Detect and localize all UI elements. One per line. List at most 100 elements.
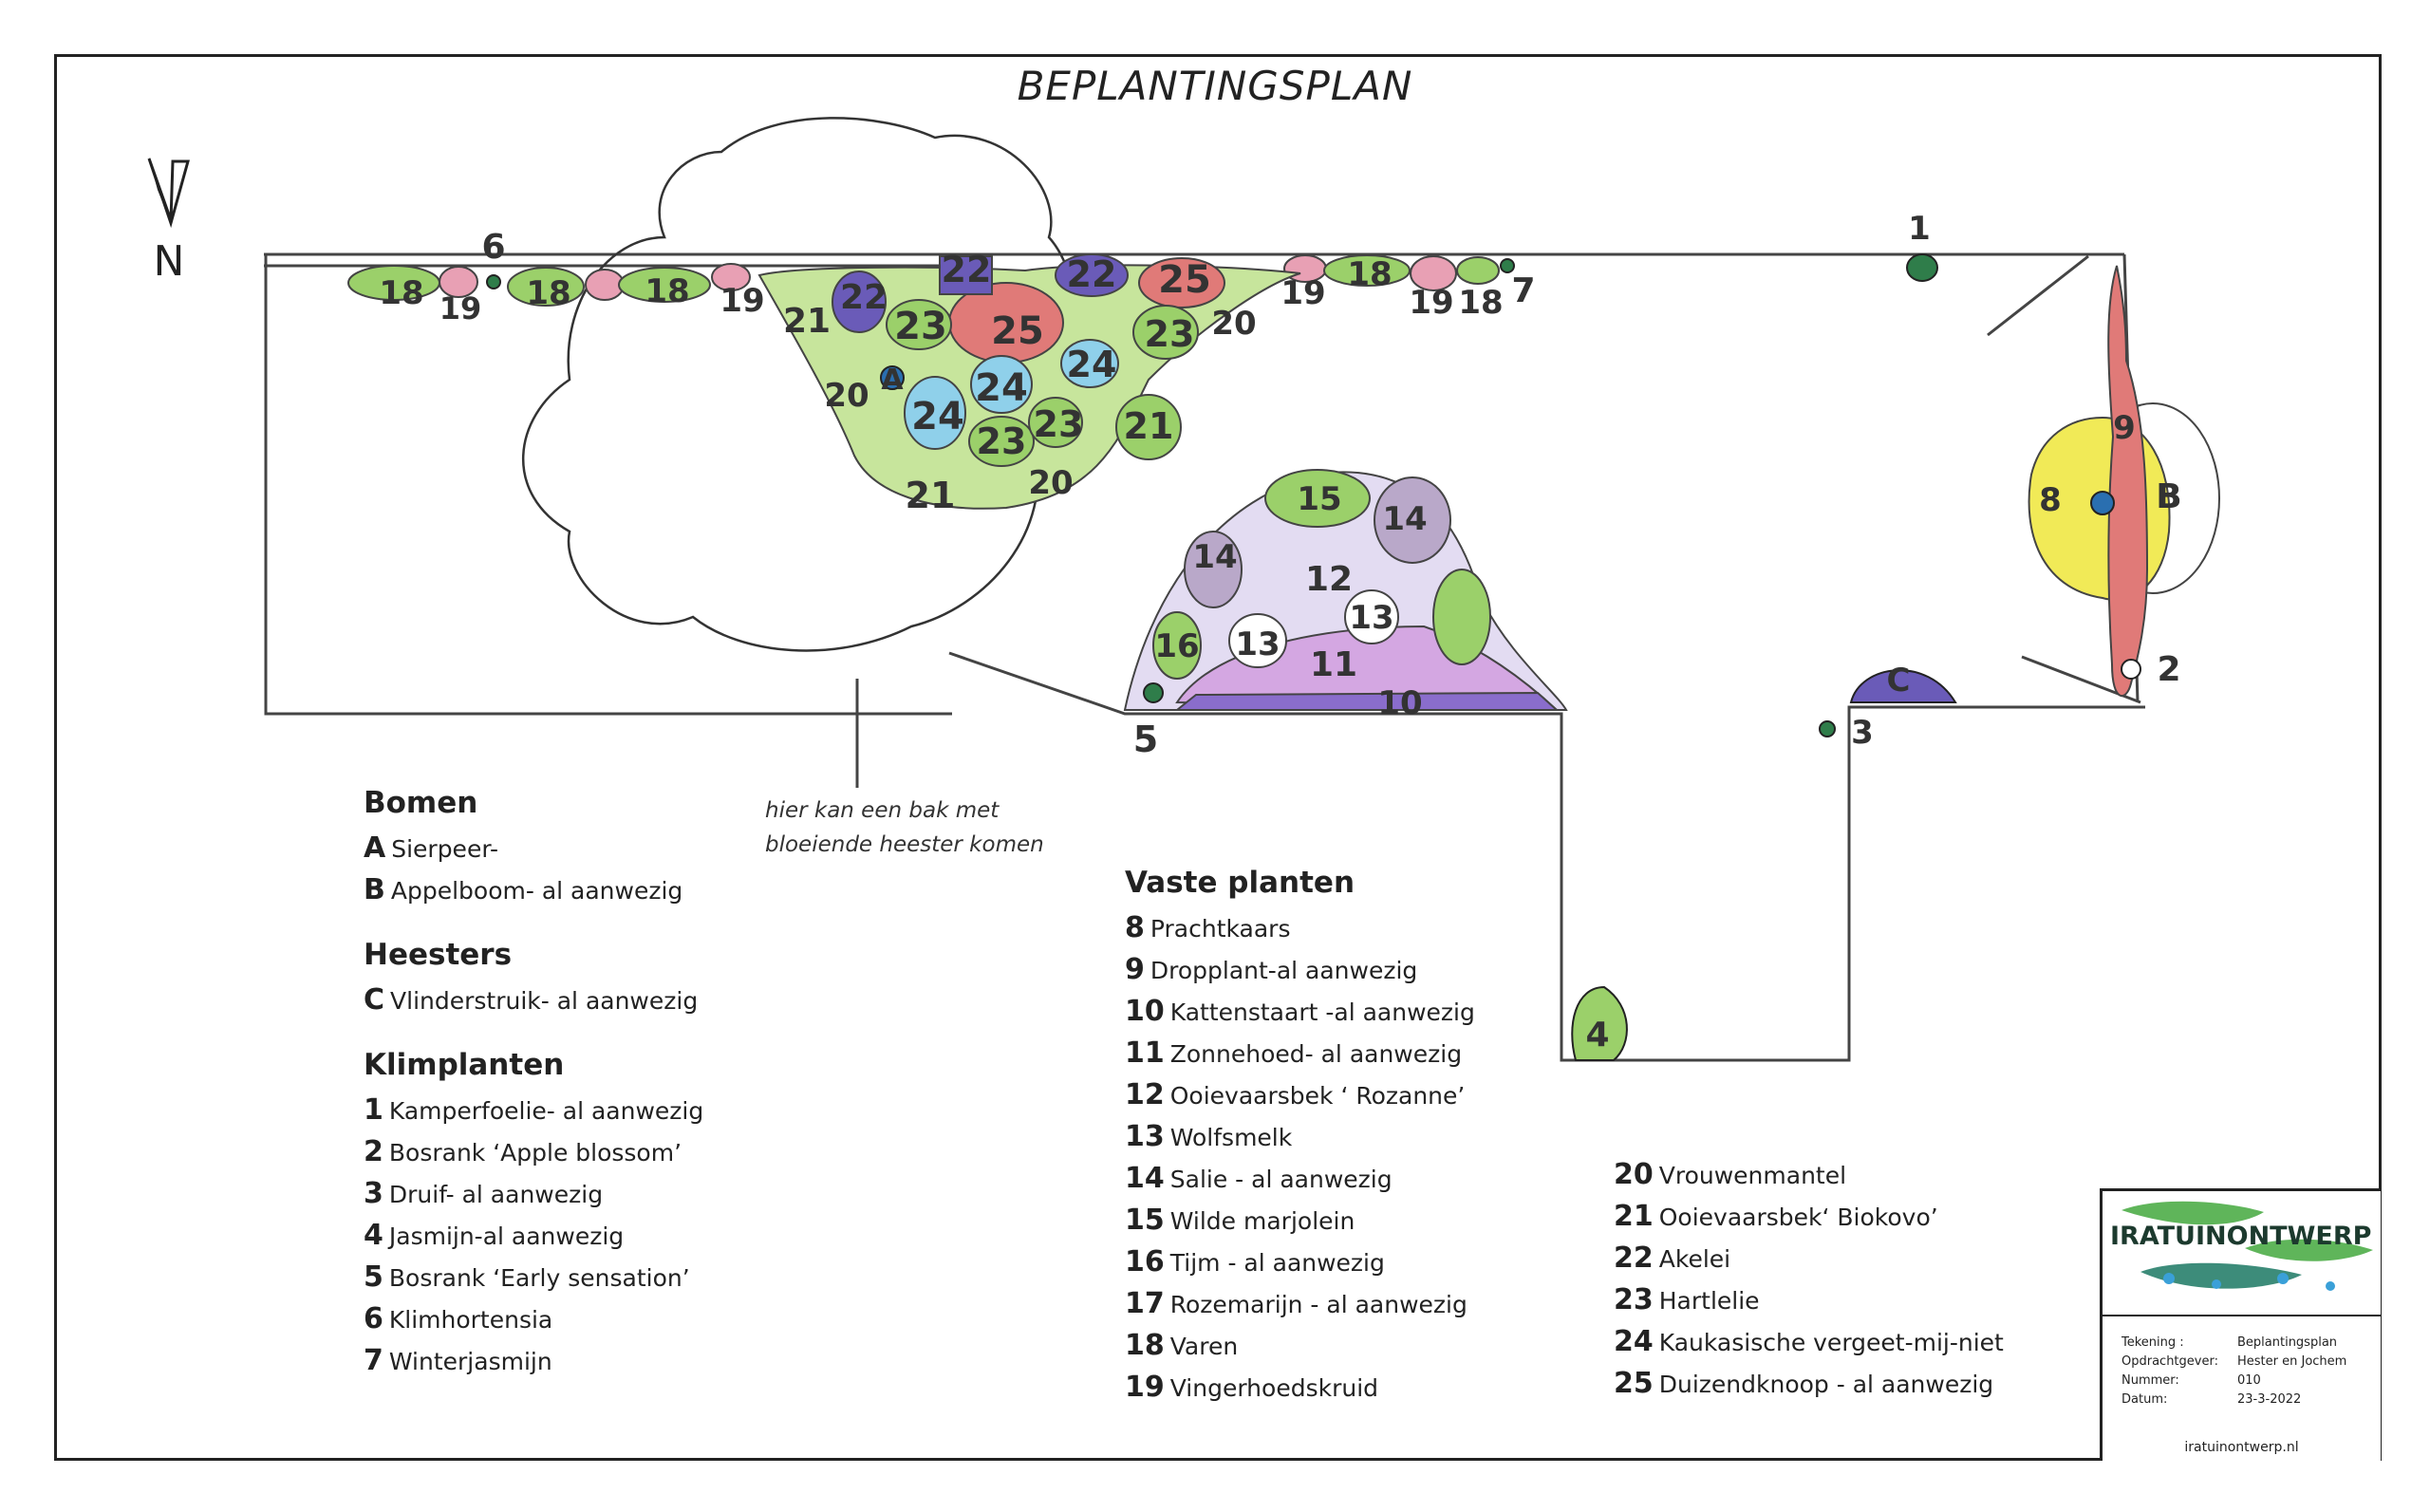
plan-label-9: 9: [2113, 409, 2136, 447]
plan-label-23: 23: [977, 420, 1027, 462]
logo-leaf-icon: [2122, 1201, 2373, 1291]
plan-label-8: 8: [2039, 481, 2062, 519]
plan-label-18: 18: [379, 274, 423, 312]
plan-label-23: 23: [1145, 313, 1195, 355]
plan-label-19: 19: [1280, 274, 1325, 312]
plan-label-10: 10: [1377, 684, 1422, 722]
legend-heading-heesters: Heesters: [364, 938, 513, 972]
plan-label-19: 19: [720, 282, 764, 320]
plan-label-c: C: [1887, 662, 1911, 700]
plan-label-23: 23: [1034, 403, 1084, 445]
plan-label-3: 3: [1851, 714, 1874, 752]
plan-label-25: 25: [991, 309, 1044, 353]
plan-label-24: 24: [911, 395, 964, 439]
legend-heading-vaste-planten: Vaste planten: [1125, 866, 1355, 900]
climber-markers: [486, 253, 2141, 1061]
plan-label-7: 7: [1511, 271, 1535, 310]
plan-label-21: 21: [906, 475, 956, 516]
plan-label-11: 11: [1310, 645, 1357, 684]
plan-label-24: 24: [1067, 344, 1117, 385]
note-line-2: bloeiende heester komen: [765, 832, 1044, 857]
plan-label-18: 18: [526, 274, 570, 312]
plan-label-b: B: [2156, 477, 2181, 516]
plan-label-14: 14: [1192, 538, 1237, 576]
plan-label-21: 21: [783, 302, 831, 341]
plan-label-15: 15: [1297, 480, 1341, 518]
north-arrow-icon: [147, 158, 190, 229]
title-block: IRATUINONTWERP Tekening :Beplantingsplan…: [2100, 1188, 2381, 1461]
plan-label-18: 18: [645, 272, 689, 310]
plan-label-6: 6: [481, 228, 505, 267]
plan-label-12: 12: [1305, 560, 1353, 599]
title-block-meta: Tekening :Beplantingsplan Opdrachtgever:…: [2122, 1334, 2346, 1409]
website-link[interactable]: iratuinontwerp.nl: [2184, 1440, 2299, 1455]
plan-label-5: 5: [1133, 719, 1158, 760]
plan-label-19: 19: [439, 290, 482, 327]
apple-tree-area: [2028, 265, 2220, 698]
plan-label-13: 13: [1349, 599, 1393, 637]
tree-canopy-outline: [522, 117, 1077, 652]
legend-heading-bomen: Bomen: [364, 786, 478, 820]
main-planting-bed: [757, 253, 1301, 510]
plan-label-19: 19: [1409, 284, 1453, 322]
plan-label-18: 18: [1458, 284, 1503, 322]
plan-label-25: 25: [1158, 258, 1211, 302]
plan-label-18: 18: [1347, 255, 1392, 293]
plan-label-2: 2: [2157, 650, 2180, 689]
plan-title: BEPLANTINGSPLAN: [1017, 63, 1413, 109]
drawing-frame: [54, 54, 2382, 1461]
plan-label-20: 20: [1211, 305, 1256, 343]
meta-row: Nummer:010: [2122, 1373, 2261, 1388]
north-label: N: [154, 237, 185, 286]
logo-text: IRATUINONTWERP: [2110, 1222, 2372, 1251]
legend-heading-klimplanten: Klimplanten: [364, 1048, 565, 1082]
plan-label-1: 1: [1908, 210, 1931, 248]
plan-label-14: 14: [1382, 500, 1427, 538]
plan-label-23: 23: [894, 305, 947, 348]
note-line-1: hier kan een bak met: [765, 798, 1000, 823]
plan-label-21: 21: [1124, 405, 1174, 447]
plan-label-22: 22: [840, 278, 888, 317]
plan-label-22: 22: [1067, 253, 1117, 295]
logo: IRATUINONTWERP: [2103, 1191, 2381, 1316]
plan-label-a: A: [881, 364, 904, 397]
plan-label-4: 4: [1585, 1016, 1609, 1055]
